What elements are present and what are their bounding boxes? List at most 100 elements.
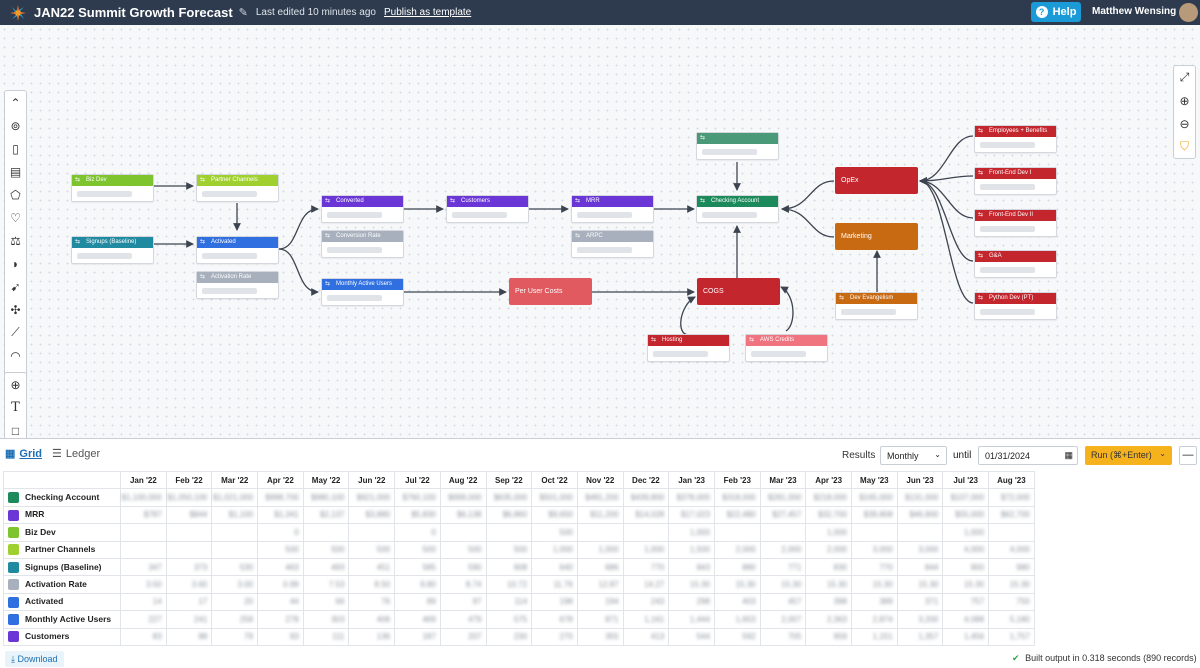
grid-cell[interactable]: 0: [257, 523, 304, 542]
block-marketing[interactable]: Marketing: [835, 223, 918, 250]
block-opex[interactable]: OpEx: [835, 167, 918, 194]
grid-cell[interactable]: 1,357: [896, 627, 944, 646]
grid-cell[interactable]: 15.30: [851, 575, 898, 594]
grid-cell[interactable]: 2,874: [851, 610, 898, 629]
grid-cell[interactable]: 2,363: [805, 610, 852, 629]
grid-cell[interactable]: 0.99: [257, 575, 304, 594]
grid-cell[interactable]: $17,023: [668, 505, 715, 525]
grid-cell[interactable]: 194: [576, 592, 624, 612]
grid-cell[interactable]: $439,800: [622, 488, 670, 507]
grid-cell[interactable]: 1,653: [713, 610, 761, 629]
grid-cell[interactable]: $844: [165, 505, 213, 525]
block-per-user-costs[interactable]: Per User Costs: [509, 278, 592, 305]
grid-cell[interactable]: 89: [394, 592, 441, 612]
grid-cell[interactable]: $32,700: [805, 505, 852, 525]
grid-cell[interactable]: 4,000: [942, 540, 990, 559]
grid-cell[interactable]: 8.50: [348, 575, 396, 594]
grid-cell[interactable]: $980,100: [302, 488, 350, 507]
grid-cell[interactable]: 500: [257, 540, 304, 559]
grid-cell[interactable]: 2,000: [759, 540, 807, 559]
node-python-dev[interactable]: Python Dev (PT): [974, 292, 1057, 320]
grid-cell[interactable]: 373: [165, 557, 213, 577]
grid-cell[interactable]: $1,100,000: [120, 488, 167, 507]
grid-cell[interactable]: 771: [759, 557, 807, 577]
grid-cell[interactable]: 608: [485, 557, 533, 577]
grid-cell[interactable]: 347: [120, 557, 167, 577]
grid-cell[interactable]: $5,830: [394, 505, 441, 525]
grid-cell[interactable]: [348, 523, 396, 542]
grid-cell[interactable]: 93: [257, 627, 304, 646]
grid-cell[interactable]: $1,021,000: [211, 488, 259, 507]
grid-cell[interactable]: 1,000: [622, 540, 670, 559]
grid-cell[interactable]: 136: [348, 627, 396, 646]
phone-icon[interactable]: ▯: [12, 141, 19, 156]
grid-cell[interactable]: 500: [302, 540, 350, 559]
grid-cell[interactable]: $501,000: [531, 488, 578, 507]
page-title[interactable]: JAN22 Summit Growth Forecast: [34, 5, 233, 20]
grid-cell[interactable]: $39,808: [851, 505, 898, 525]
grid-cell[interactable]: 5,180: [988, 610, 1035, 629]
grid-cell[interactable]: 500: [439, 540, 487, 559]
node-partner-channels[interactable]: Partner Channels: [196, 174, 279, 202]
grid-cell[interactable]: $318,000: [713, 488, 761, 507]
grid-cell[interactable]: $787: [120, 505, 167, 525]
node-blurred[interactable]: [696, 132, 779, 160]
grid-cell[interactable]: 278: [257, 610, 304, 629]
node-monthly-active-users[interactable]: Monthly Active Users: [321, 278, 404, 306]
grid-cell[interactable]: 17: [165, 592, 213, 612]
grid-cell[interactable]: [165, 523, 213, 542]
grid-cell[interactable]: 2,000: [805, 540, 852, 559]
grid-cell[interactable]: $281,000: [759, 488, 807, 507]
grid-cell[interactable]: $1,341: [257, 505, 304, 525]
chevron-down-icon[interactable]: ⌄: [1159, 449, 1166, 458]
scale-icon[interactable]: ⚖: [10, 233, 21, 248]
grid-cell[interactable]: 1,500: [668, 540, 715, 559]
fit-screen-icon[interactable]: ⤢: [1179, 70, 1190, 84]
grid-cell[interactable]: 12.87: [576, 575, 624, 594]
publish-template-link[interactable]: Publish as template: [383, 7, 472, 18]
grid-cell[interactable]: $998,700: [257, 488, 304, 507]
add-node-icon[interactable]: ⊕: [10, 377, 21, 392]
grid-cell[interactable]: 1,444: [668, 610, 715, 629]
grid-cell[interactable]: 20: [211, 592, 259, 612]
grid-cell[interactable]: 959: [805, 627, 852, 646]
grid-cell[interactable]: 880: [713, 557, 761, 577]
grid-cell[interactable]: 900: [942, 557, 990, 577]
edit-title-icon[interactable]: ✎: [238, 7, 248, 19]
interval-select[interactable]: Monthly ⌄: [880, 446, 947, 465]
grid-cell[interactable]: [120, 523, 167, 542]
grid-cell[interactable]: 66: [302, 592, 350, 612]
grid-cell[interactable]: 389: [851, 592, 898, 612]
grid-cell[interactable]: $1,100: [211, 505, 259, 525]
grid-cell[interactable]: [622, 523, 670, 542]
grid-cell[interactable]: $107,000: [942, 488, 990, 507]
grid-cell[interactable]: 15.30: [988, 575, 1035, 594]
grid-cell[interactable]: 705: [759, 627, 807, 646]
avatar[interactable]: [1179, 3, 1198, 22]
grid-cell[interactable]: 207: [439, 627, 487, 646]
grid-cell[interactable]: 3.60: [165, 575, 213, 594]
grid-row-label[interactable]: Activation Rate: [3, 575, 121, 594]
grid-cell[interactable]: [759, 523, 807, 542]
grid-cell[interactable]: 1,000: [531, 540, 578, 559]
grid-cell[interactable]: 479: [439, 610, 487, 629]
grid-cell[interactable]: 493: [302, 557, 350, 577]
grid-cell[interactable]: $2,137: [302, 505, 350, 525]
grid-cell[interactable]: 88: [165, 627, 213, 646]
grid-cell[interactable]: $635,000: [485, 488, 533, 507]
grid-cell[interactable]: [851, 523, 898, 542]
grid-cell[interactable]: [713, 523, 761, 542]
grid-cell[interactable]: 241: [165, 610, 213, 629]
grid-cell[interactable]: 871: [576, 610, 624, 629]
grid-cell[interactable]: 1,757: [988, 627, 1035, 646]
tab-grid[interactable]: ▦ Grid: [5, 447, 42, 461]
grid-cell[interactable]: [120, 540, 167, 559]
node-activated[interactable]: Activated: [196, 236, 279, 264]
grid-cell[interactable]: 15.30: [896, 575, 944, 594]
grid-cell[interactable]: $481,200: [576, 488, 624, 507]
collapse-panel-button[interactable]: —: [1179, 446, 1197, 465]
grid-cell[interactable]: 398: [805, 592, 852, 612]
grid-cell[interactable]: 1,151: [851, 627, 898, 646]
grid-cell[interactable]: 44: [257, 592, 304, 612]
grid-cell[interactable]: 15.30: [805, 575, 852, 594]
